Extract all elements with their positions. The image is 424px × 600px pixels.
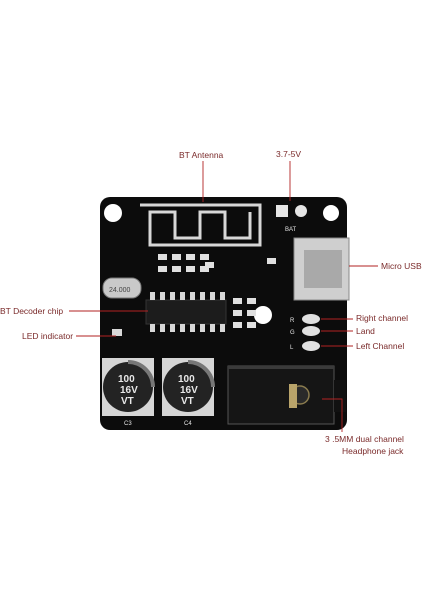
left-channel-label: Left Channel — [356, 341, 405, 351]
micro-usb-label: Micro USB — [381, 261, 422, 271]
capacitor-c3 — [102, 358, 155, 416]
headphone-jack — [227, 365, 346, 425]
mounting-hole — [323, 205, 339, 221]
audio-output-pads — [302, 314, 320, 351]
led-indicator-label: LED indicator — [22, 331, 74, 341]
led-indicator — [112, 329, 122, 336]
bat-pad — [295, 205, 307, 217]
bat-silkscreen: BAT — [285, 227, 297, 233]
cap2-series: VT — [181, 396, 194, 407]
chip-pin — [190, 324, 195, 332]
smd-part — [172, 266, 181, 272]
smd-part — [172, 254, 181, 260]
headphone-jack-label-2: Headphone jack — [342, 446, 404, 456]
chip-pin — [180, 324, 185, 332]
chip-pin — [190, 292, 195, 300]
chip-pin — [220, 292, 225, 300]
jack-leader — [322, 398, 343, 432]
headphone-jack-label-1: 3 .5MM dual channel — [325, 434, 404, 444]
smd-part — [233, 310, 242, 316]
smd-part — [205, 262, 214, 268]
smd-part — [186, 254, 195, 260]
mounting-hole — [104, 204, 122, 222]
chip-pin — [210, 324, 215, 332]
cap2-ref: C4 — [184, 421, 192, 427]
crystal-label: 24.000 — [109, 287, 131, 294]
smd-part — [247, 310, 256, 316]
g-mark: G — [290, 330, 295, 336]
smd-part — [247, 298, 256, 304]
smd-part — [267, 258, 276, 264]
smd-part — [233, 322, 242, 328]
chip-pin — [210, 292, 215, 300]
smd-components — [158, 254, 276, 328]
chip-pin — [200, 324, 205, 332]
bt-antenna-label: BT Antenna — [179, 150, 224, 160]
chip-pin — [160, 292, 165, 300]
mounting-hole — [254, 306, 272, 324]
voltage-label: 3.7-5V — [276, 149, 302, 159]
r-mark: R — [290, 318, 295, 324]
chip-pins — [150, 292, 225, 332]
l-mark: L — [290, 345, 294, 351]
cap1-voltage: 16V — [120, 385, 138, 396]
cap2-voltage: 16V — [180, 385, 198, 396]
smd-part — [158, 254, 167, 260]
smd-part — [200, 266, 209, 272]
smd-part — [186, 266, 195, 272]
chip-pin — [160, 324, 165, 332]
bat-pad — [276, 205, 288, 217]
micro-usb-inner — [304, 250, 342, 288]
cap2-value: 100 — [178, 374, 195, 385]
bt-antenna-trace — [140, 203, 262, 247]
bt-decoder-chip-label: BT Decoder chip — [0, 306, 64, 316]
smd-part — [200, 254, 209, 260]
chip-pin — [180, 292, 185, 300]
chip-pin — [170, 292, 175, 300]
chip-pin — [220, 324, 225, 332]
smd-part — [158, 266, 167, 272]
right-channel-label: Right channel — [356, 313, 408, 323]
leader-lines — [69, 161, 378, 432]
capacitor-c4 — [162, 358, 215, 416]
cap1-ref: C3 — [124, 421, 132, 427]
chip-pin — [150, 292, 155, 300]
smd-part — [233, 298, 242, 304]
chip-pin — [170, 324, 175, 332]
chip-pin — [150, 324, 155, 332]
cap1-value: 100 — [118, 374, 135, 385]
cap1-series: VT — [121, 396, 134, 407]
smd-part — [247, 322, 256, 328]
land-label: Land — [356, 326, 375, 336]
chip-pin — [200, 292, 205, 300]
bt-decoder-chip — [145, 299, 227, 325]
crystal-oscillator — [102, 277, 142, 299]
